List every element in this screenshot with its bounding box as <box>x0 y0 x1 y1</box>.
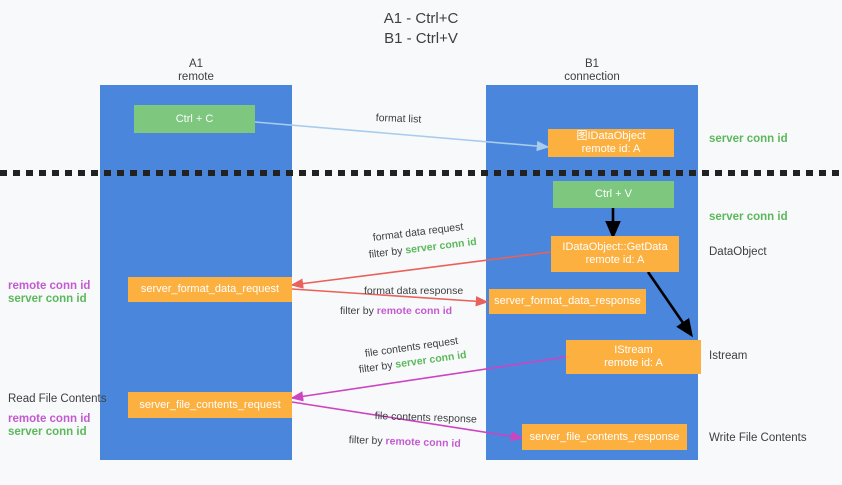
caption-filter-prefix: filter by <box>340 305 377 317</box>
box-ctrl-c[interactable]: Ctrl + C <box>134 105 255 133</box>
arrow-format-data-response <box>291 288 489 307</box>
column-header-a1-sub: remote <box>178 71 214 83</box>
right-label-server-conn-id-2: server conn id <box>709 211 788 223</box>
caption-format-list: format list <box>375 111 422 126</box>
caption-format-data-response: format data response <box>364 285 464 297</box>
dashed-divider <box>0 170 842 176</box>
right-label-istream: Istream <box>709 350 748 362</box>
column-header-a1-name: A1 <box>188 58 204 70</box>
page-title: A1 - Ctrl+C B1 - Ctrl+V <box>0 9 842 49</box>
left-label-read-file-contents: Read File Contents <box>8 393 107 405</box>
right-label-dataobject: DataObject <box>709 246 767 258</box>
caption-filter-key: remote conn id <box>385 435 461 450</box>
arrow-format-list <box>254 121 550 152</box>
caption-filter-prefix: filter by <box>348 433 386 448</box>
left-label-server-conn-id-1: server conn id <box>8 293 87 305</box>
box-server-format-data-response[interactable]: server_format_data_response <box>489 289 646 314</box>
box-server-file-contents-request[interactable]: server_file_contents_request <box>128 392 292 418</box>
column-header-b1-sub: connection <box>564 71 620 83</box>
title-line-1: A1 - Ctrl+C <box>383 10 459 27</box>
box-idataobject-getdata[interactable]: IDataObject::GetData remote id: A <box>551 236 679 272</box>
arrow-format-data-request <box>290 251 552 289</box>
box-server-format-data-request[interactable]: server_format_data_request <box>128 277 292 302</box>
left-label-remote-conn-id-1: remote conn id <box>8 280 91 292</box>
title-line-2: B1 - Ctrl+V <box>384 30 458 47</box>
left-label-server-conn-id-2: server conn id <box>8 426 87 438</box>
box-istream[interactable]: IStream remote id: A <box>566 340 701 374</box>
arrow-file-contents-response <box>291 401 524 442</box>
box-server-file-contents-response[interactable]: server_file_contents_response <box>522 424 687 450</box>
left-label-remote-conn-id-2: remote conn id <box>8 413 91 425</box>
box-idataobject[interactable]: 图IDataObject remote id: A <box>548 129 674 157</box>
right-label-server-conn-id-1: server conn id <box>709 133 788 145</box>
right-label-write-file-contents: Write File Contents <box>709 432 807 444</box>
arrow-file-contents-request <box>290 356 567 402</box>
caption-format-data-response-filter: filter by remote conn id <box>340 304 452 318</box>
column-header-b1-name: B1 <box>584 58 600 70</box>
arrow-getdata-to-istream <box>646 271 693 338</box>
box-ctrl-v[interactable]: Ctrl + V <box>553 181 674 208</box>
caption-filter-key: remote conn id <box>376 305 453 317</box>
